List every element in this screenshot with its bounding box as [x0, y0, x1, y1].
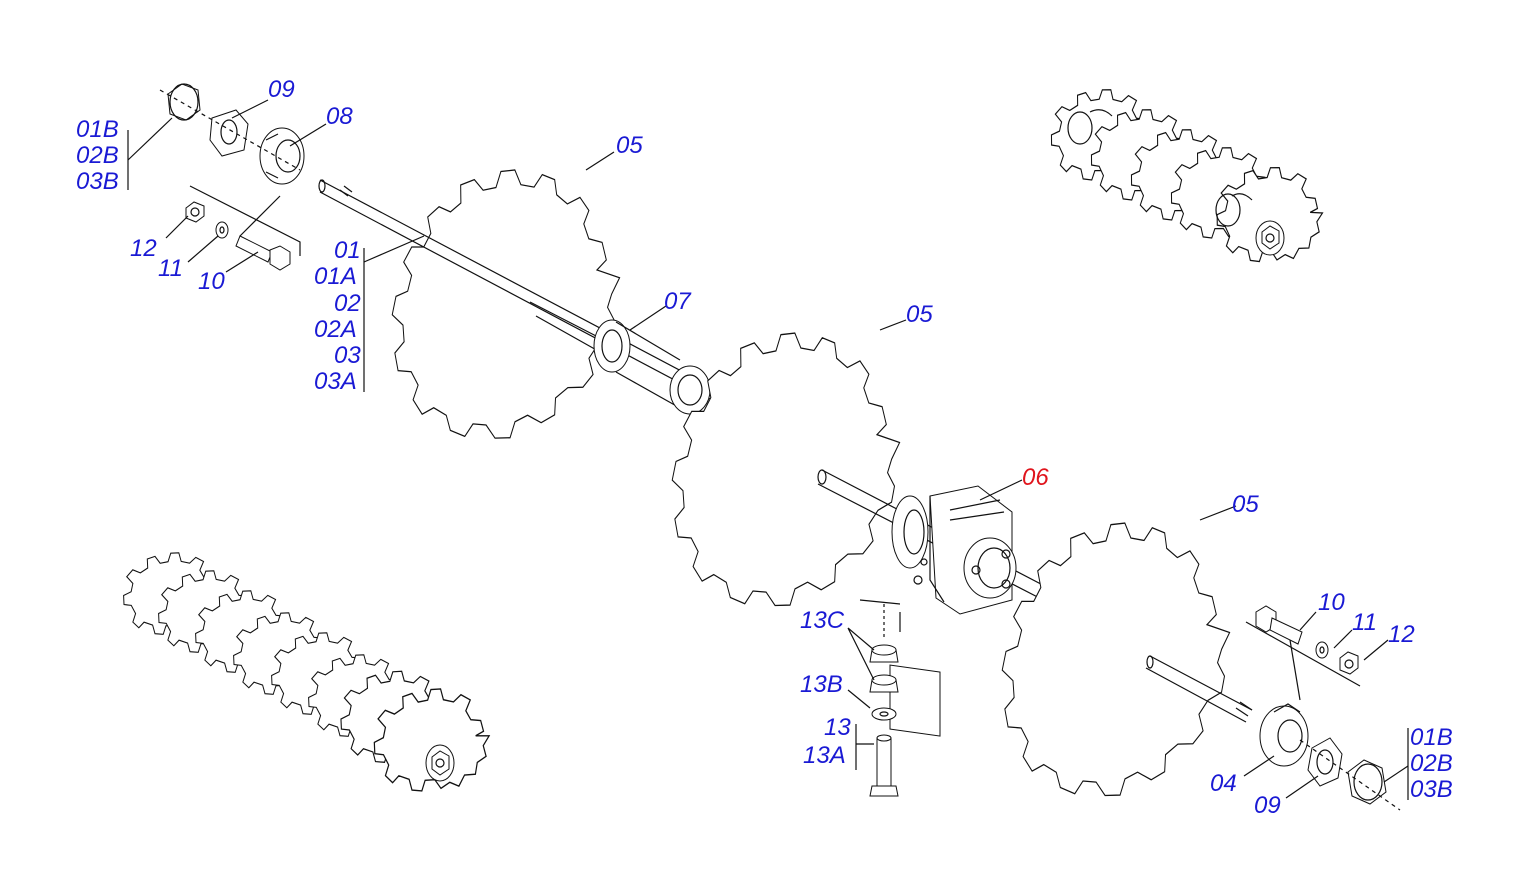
nut-01b-top-left[interactable]: [167, 83, 201, 121]
spool-07[interactable]: [593, 319, 711, 415]
label-09-top-left[interactable]: 09: [268, 76, 295, 103]
label-09-bottom-right[interactable]: 09: [1254, 792, 1281, 819]
bearing-housing-06[interactable]: [889, 485, 1017, 737]
label-05-b[interactable]: 05: [906, 301, 933, 328]
nut-12-right[interactable]: [1339, 651, 1359, 675]
label-13c[interactable]: 13C: [800, 607, 845, 634]
nut-13c[interactable]: [869, 644, 899, 663]
nut-12-left[interactable]: [185, 201, 205, 223]
label-01b-top-left[interactable]: 01B: [76, 116, 119, 143]
assembled-gang-bottom-left-illustration: [117, 544, 497, 803]
nut-13b[interactable]: [869, 674, 899, 693]
label-06[interactable]: 06: [1022, 464, 1049, 491]
label-05-c[interactable]: 05: [1232, 491, 1259, 518]
label-08[interactable]: 08: [326, 103, 353, 130]
label-02b-top-left[interactable]: 02B: [76, 142, 119, 169]
label-01a[interactable]: 01A: [314, 263, 357, 290]
label-12-right[interactable]: 12: [1388, 621, 1415, 648]
label-05-a[interactable]: 05: [616, 132, 643, 159]
bolt-10-right[interactable]: [1255, 605, 1303, 645]
washer-11-right[interactable]: [1315, 641, 1329, 659]
label-04[interactable]: 04: [1210, 770, 1237, 797]
label-07[interactable]: 07: [664, 288, 692, 315]
label-03b-bottom-right[interactable]: 03B: [1410, 776, 1453, 803]
disc-05-a[interactable]: [382, 158, 631, 451]
bolt-10-left[interactable]: [235, 235, 291, 271]
bearing-04[interactable]: [1259, 703, 1309, 767]
label-02b-bottom-right[interactable]: 02B: [1410, 750, 1453, 777]
label-01b-bottom-right[interactable]: 01B: [1410, 724, 1453, 751]
disc-05-b[interactable]: [662, 321, 911, 619]
bearing-08[interactable]: [259, 127, 305, 185]
label-10-right[interactable]: 10: [1318, 589, 1345, 616]
washer-13b[interactable]: [871, 707, 897, 721]
bolt-13[interactable]: [869, 734, 899, 797]
label-02a[interactable]: 02A: [314, 316, 357, 343]
label-10-left[interactable]: 10: [198, 268, 225, 295]
plate-09-top-left[interactable]: [209, 109, 249, 157]
washer-11-left[interactable]: [215, 221, 229, 239]
label-13b[interactable]: 13B: [800, 671, 843, 698]
nut-01b-bottom-right[interactable]: [1347, 759, 1387, 805]
main-exploded-view: [127, 83, 1409, 811]
label-03[interactable]: 03: [334, 342, 361, 369]
label-01[interactable]: 01: [334, 237, 361, 264]
label-11-left[interactable]: 11: [158, 255, 183, 282]
part-labels: 01B 02B 03B 09 08 12 11 10 01 01A 02 02A…: [76, 76, 1453, 819]
label-13[interactable]: 13: [824, 714, 851, 741]
plate-09-right[interactable]: [1307, 737, 1343, 787]
assembled-gang-top-right-illustration: [1045, 81, 1328, 271]
label-11-right[interactable]: 11: [1352, 609, 1377, 636]
label-12-left[interactable]: 12: [130, 235, 157, 262]
label-03b-top-left[interactable]: 03B: [76, 168, 119, 195]
disc-05-c[interactable]: [992, 511, 1241, 809]
label-03a[interactable]: 03A: [314, 368, 357, 395]
label-13a[interactable]: 13A: [803, 742, 846, 769]
label-02[interactable]: 02: [334, 290, 361, 317]
